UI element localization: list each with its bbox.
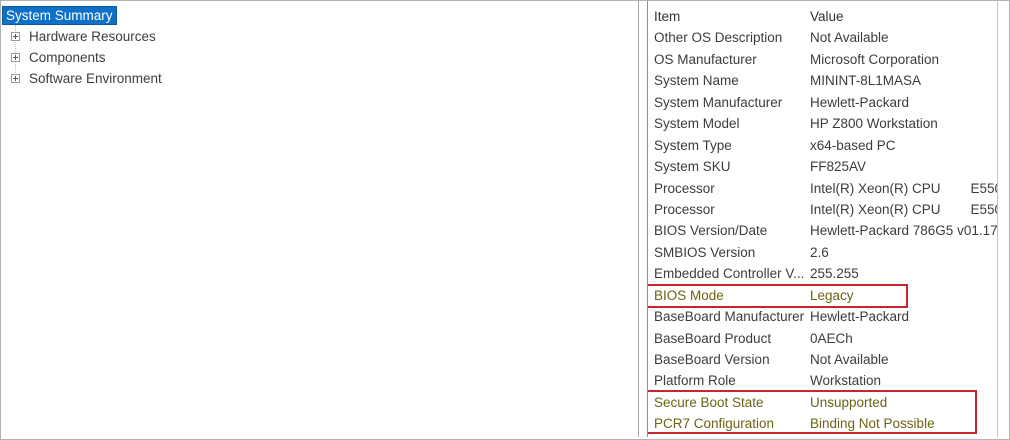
row-item-label: System Name — [654, 73, 739, 89]
info-list-pane: Item Value Other OS Description Not Avai… — [647, 1, 998, 437]
table-row[interactable]: BIOS Version/Date Hewlett-Packard 786G5 … — [648, 220, 997, 241]
table-row[interactable]: SMBIOS Version 2.6 — [648, 242, 997, 263]
list-header: Item Value — [648, 6, 997, 27]
tree-item-components[interactable]: Components — [1, 47, 638, 68]
table-row[interactable]: BaseBoard Version Not Available — [648, 349, 997, 370]
row-value: x64-based PC — [810, 137, 896, 153]
row-item-label: BIOS Version/Date — [654, 223, 768, 239]
row-value: Not Available — [810, 352, 889, 367]
table-row[interactable]: System Type x64-based PC — [648, 135, 997, 156]
row-item-label: Other OS Description — [654, 30, 783, 46]
tree-item-label: Components — [29, 50, 106, 65]
row-item-label: PCR7 Configuration — [654, 416, 775, 432]
table-row[interactable]: Embedded Controller V... 255.255 — [648, 263, 997, 284]
row-item-label: System Manufacturer — [654, 94, 783, 110]
tree-item-system-summary[interactable]: System Summary — [1, 5, 638, 26]
row-value: FF825AV — [810, 159, 867, 175]
expand-plus-icon[interactable] — [11, 74, 20, 83]
tree-item-label: System Summary — [2, 6, 117, 25]
row-item-label: Platform Role — [654, 373, 736, 389]
table-row[interactable]: Secure Boot State Unsupported — [648, 392, 997, 413]
row-item-label: Secure Boot State — [654, 394, 764, 410]
table-row[interactable]: OS Manufacturer Microsoft Corporation — [648, 49, 997, 70]
row-value: Microsoft Corporation — [810, 51, 940, 67]
expand-plus-icon[interactable] — [11, 32, 20, 41]
row-value: Intel(R) Xeon(R) CPU E5506 — [810, 180, 997, 196]
row-value: Legacy — [810, 287, 854, 303]
row-item-label: Processor — [654, 201, 715, 217]
table-row[interactable]: BaseBoard Product 0AECh — [648, 328, 997, 349]
table-row[interactable]: System Name MININT-8L1MASA — [648, 70, 997, 91]
table-row[interactable]: BaseBoard Manufacturer Hewlett-Packard — [648, 306, 997, 327]
row-value: Intel(R) Xeon(R) CPU E5506 — [810, 201, 997, 217]
row-item-label: SMBIOS Version — [654, 244, 756, 260]
row-value: Hewlett-Packard — [810, 309, 910, 325]
row-value: 2.6 — [810, 244, 829, 260]
row-item-label: OS Manufacturer — [654, 51, 757, 67]
tree-item-label: Hardware Resources — [29, 29, 156, 44]
row-value: Hewlett-Packard — [810, 94, 910, 110]
row-item-label: Embedded Controller V... — [654, 266, 805, 282]
category-tree-pane: System Summary Hardware Resources Compon… — [1, 1, 639, 437]
table-row[interactable]: PCR7 Configuration Binding Not Possible — [648, 413, 997, 434]
row-item-label: System Type — [654, 137, 732, 153]
expand-plus-icon[interactable] — [11, 53, 20, 62]
table-row[interactable]: System SKU FF825AV — [648, 156, 997, 177]
tree-item-hardware-resources[interactable]: Hardware Resources — [1, 26, 638, 47]
row-item-label: BIOS Mode — [654, 287, 724, 303]
row-value: Binding Not Possible — [810, 416, 935, 432]
table-row[interactable]: System Manufacturer Hewlett-Packard — [648, 92, 997, 113]
table-row[interactable]: System Model HP Z800 Workstation — [648, 113, 997, 134]
tree-guide-line — [15, 25, 16, 75]
table-row[interactable]: Processor Intel(R) Xeon(R) CPU E5506 — [648, 178, 997, 199]
info-list: Other OS Description Not Available OS Ma… — [648, 27, 997, 434]
row-value: Hewlett-Packard 786G5 v01.17, 8/ — [810, 223, 997, 239]
row-item-label: System Model — [654, 116, 740, 132]
row-item-label: BaseBoard Version — [654, 352, 770, 367]
row-item-label: System SKU — [654, 159, 731, 175]
row-value: Unsupported — [810, 394, 888, 410]
table-row[interactable]: Platform Role Workstation — [648, 370, 997, 391]
row-value: Not Available — [810, 30, 889, 46]
row-value: Workstation — [810, 373, 882, 389]
row-item-label: Processor — [654, 180, 715, 196]
row-value: HP Z800 Workstation — [810, 116, 938, 132]
table-row[interactable]: Other OS Description Not Available — [648, 27, 997, 48]
row-item-label: BaseBoard Product — [654, 330, 772, 346]
pane-splitter[interactable] — [640, 1, 647, 439]
tree-item-software-environment[interactable]: Software Environment — [1, 68, 638, 89]
tree-item-label: Software Environment — [29, 71, 162, 86]
column-header-value[interactable]: Value — [810, 9, 844, 24]
row-value: 0AECh — [810, 330, 853, 346]
table-row[interactable]: BIOS Mode Legacy — [648, 285, 997, 306]
row-value: 255.255 — [810, 266, 859, 282]
column-header-item[interactable]: Item — [654, 9, 681, 24]
row-item-label: BaseBoard Manufacturer — [654, 309, 805, 325]
row-value: MININT-8L1MASA — [810, 73, 922, 89]
table-row[interactable]: Processor Intel(R) Xeon(R) CPU E5506 — [648, 199, 997, 220]
